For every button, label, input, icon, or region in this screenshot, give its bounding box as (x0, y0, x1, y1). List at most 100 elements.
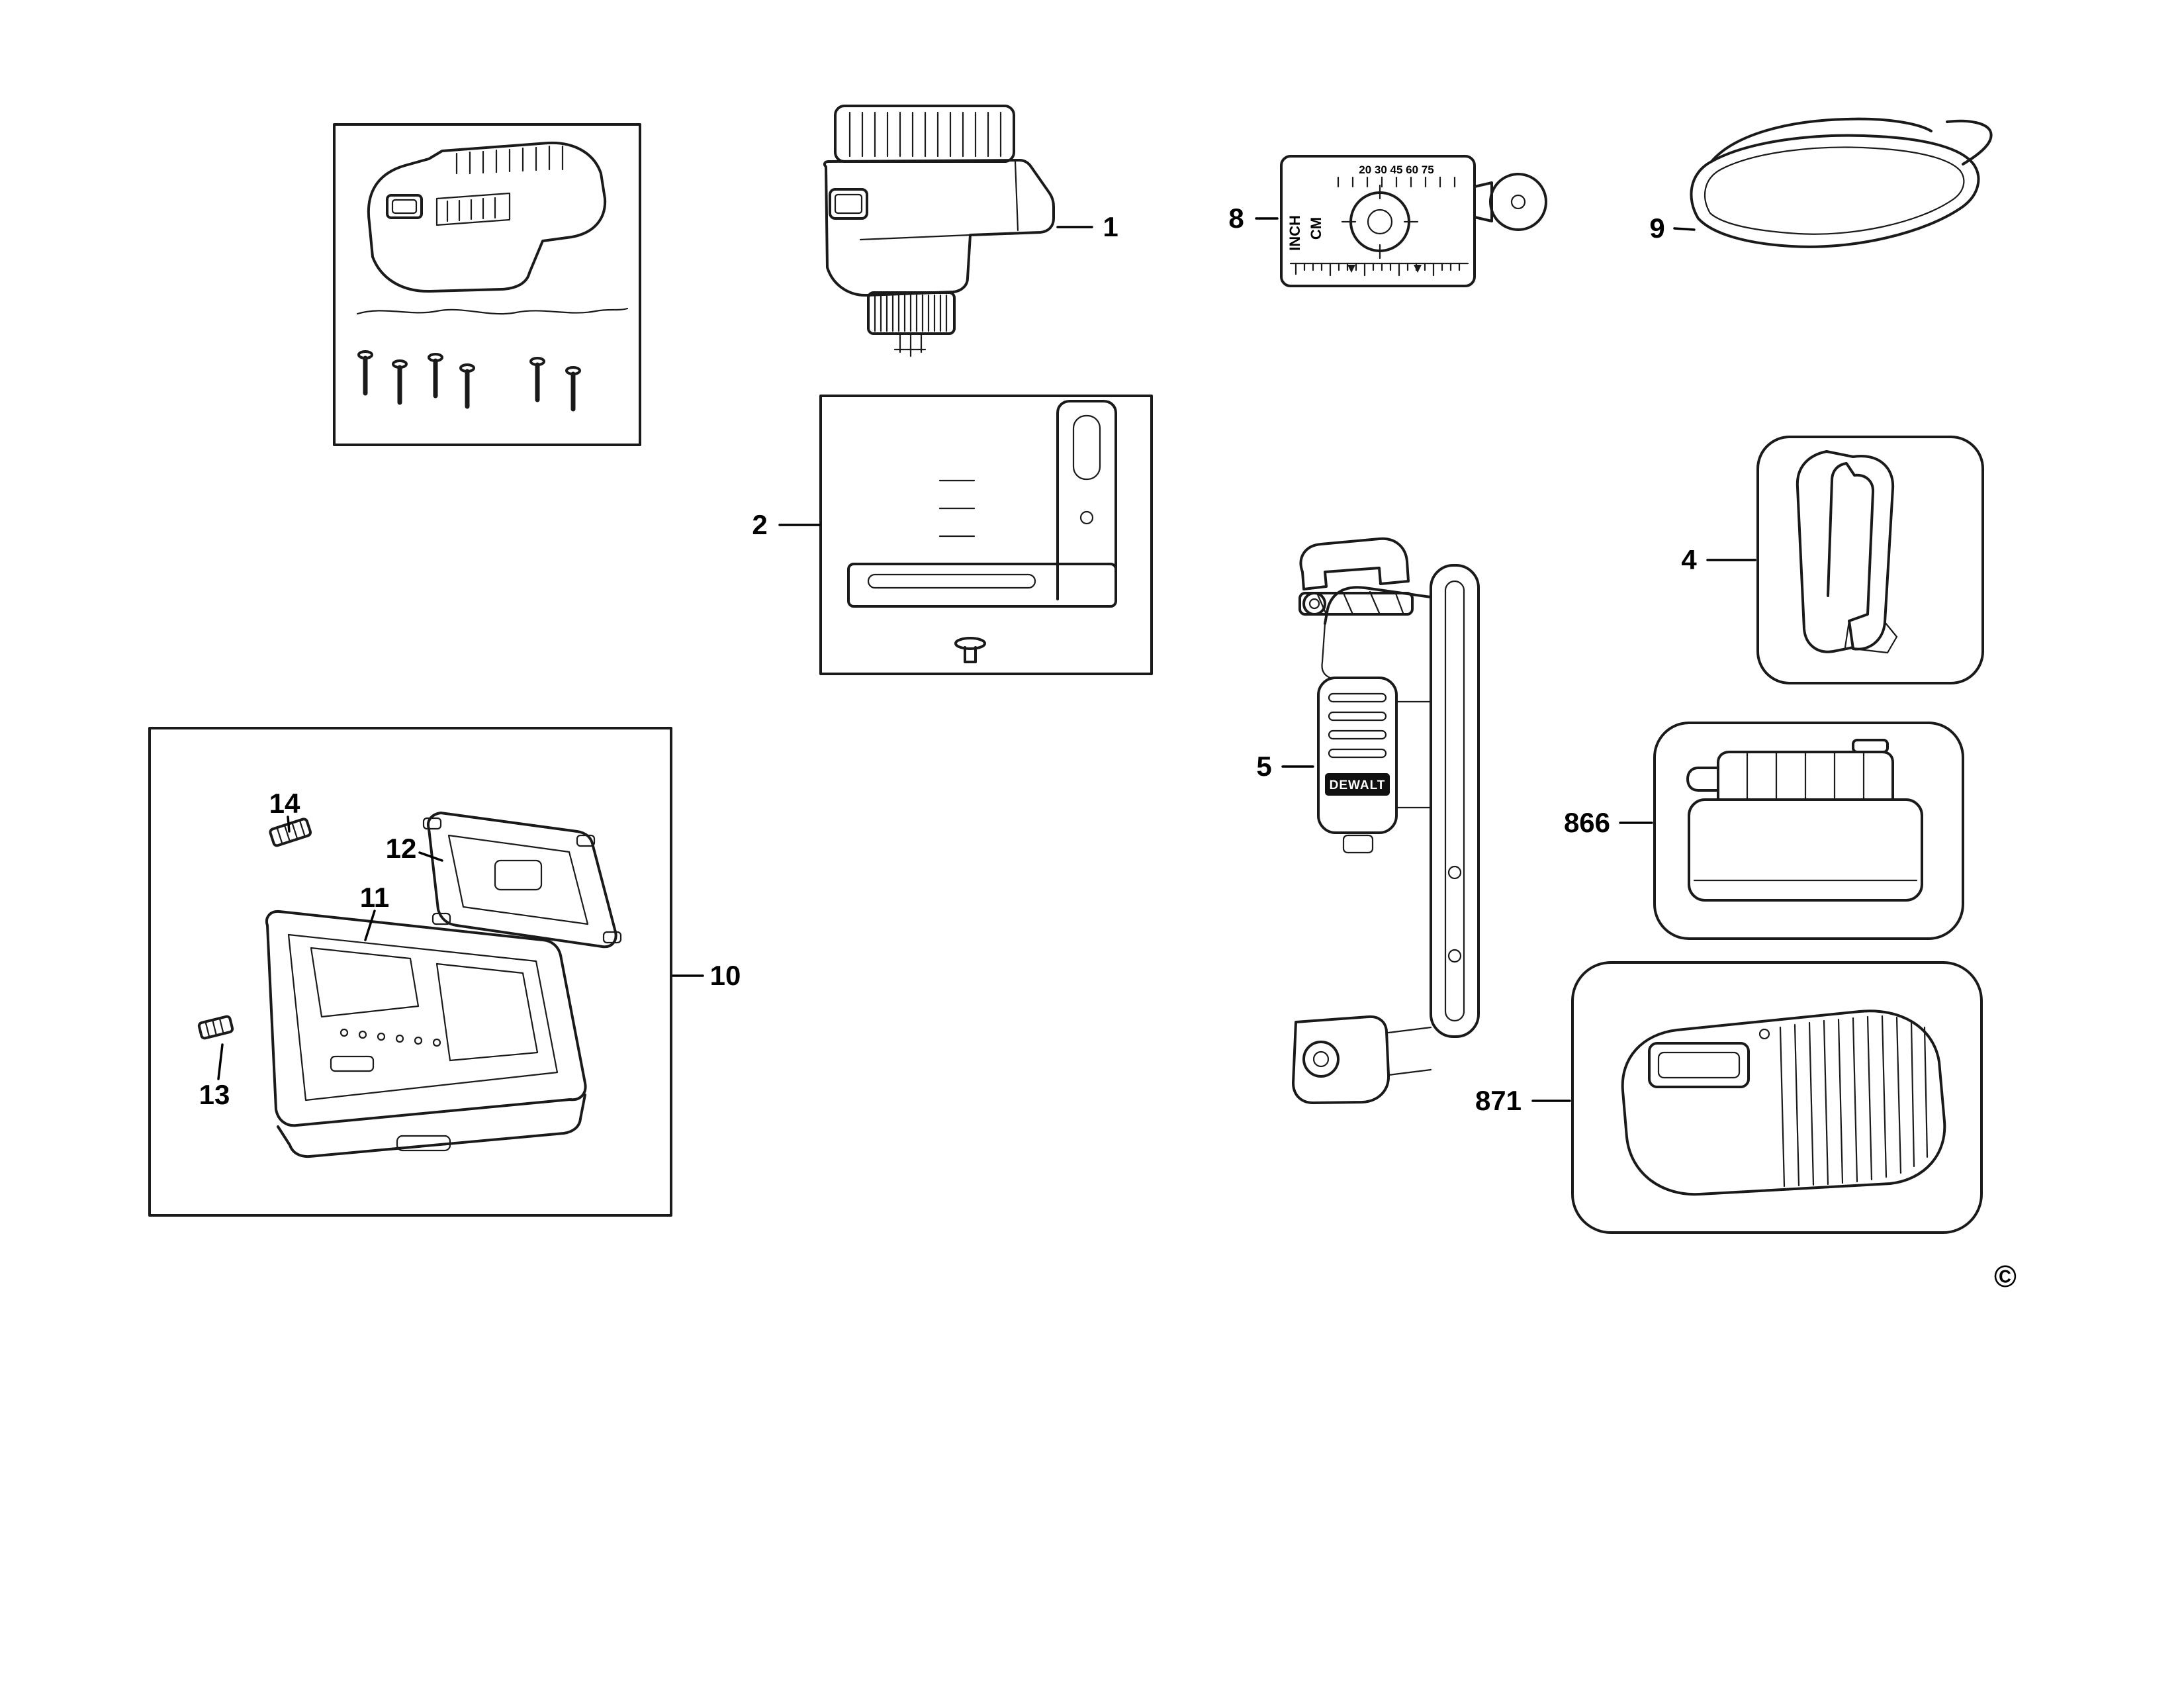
mount-screw (1447, 865, 1462, 880)
battery-body (1688, 798, 1923, 902)
lid-bumper (432, 912, 451, 925)
lid-recess (494, 859, 543, 891)
housing-button (386, 194, 423, 219)
mount-panel-slot (1328, 748, 1387, 759)
battery-latch (1686, 767, 1719, 792)
tray-dot (414, 1036, 423, 1045)
clamp-link (1321, 622, 1332, 679)
lid-outline (427, 812, 617, 949)
target-unit-inch: INCH (1287, 215, 1303, 251)
target-marker-triangle (1347, 265, 1355, 273)
target-unit-cm: CM (1308, 217, 1324, 240)
clip13-body (197, 1015, 234, 1040)
bracket-base (847, 563, 1117, 608)
target-crosshair-ticks (1341, 184, 1419, 259)
target-card-body (1280, 155, 1476, 287)
battery-border (1653, 722, 1964, 940)
target-marker-triangle (1414, 265, 1422, 273)
callout-13: 13 (199, 1079, 230, 1110)
target-card-group: INCH CM 20 30 45 60 75 8 (1228, 155, 1547, 287)
callout-5: 5 (1256, 751, 1271, 782)
small-clip-part-13 (197, 1015, 234, 1040)
callout-866: 866 (1564, 807, 1610, 838)
callout-10: 10 (710, 960, 741, 991)
tray-slot (330, 1055, 375, 1072)
mount-foot-hole-inner (1312, 1051, 1330, 1068)
leader-14 (287, 816, 291, 833)
tray-inner (287, 933, 559, 1102)
case-base-edge (277, 1094, 586, 1158)
l-bracket-border (819, 395, 1153, 675)
clip14-ribs (277, 820, 306, 844)
battery-clip (1852, 739, 1889, 753)
laser-cap-ribs (848, 111, 1002, 158)
target-crosshair-inner (1367, 209, 1393, 235)
mounting-kit-border (333, 123, 641, 446)
mount-foot-links (1387, 1026, 1432, 1076)
housing-part-drawing (367, 141, 607, 293)
mounting-kit-group (333, 123, 641, 446)
bracket-hole (1079, 510, 1094, 525)
mount-foot-body (1292, 1015, 1390, 1104)
target-crosshair-outer (1349, 191, 1410, 252)
case-base-latch (396, 1135, 451, 1152)
mount-panel-slot (1328, 711, 1387, 722)
charger-body (1621, 1009, 1946, 1196)
callout-8: 8 (1228, 203, 1244, 234)
wall-mount-group: DEWALT 5 (1256, 537, 1480, 1104)
leader-9 (1673, 227, 1696, 231)
target-bottom-ruler (1289, 262, 1469, 277)
clip-back-strip (1796, 450, 1854, 653)
clamp-pivot (1302, 592, 1326, 616)
mount-rail-inner (1444, 580, 1465, 1022)
tray-outline (265, 910, 587, 1127)
leader-11 (364, 910, 376, 941)
glasses-temple-left (1710, 117, 1933, 163)
screws-group (357, 350, 581, 412)
callout-9: 9 (1649, 212, 1664, 244)
clip14-body (269, 818, 312, 847)
safety-glasses-group: 9 (1649, 117, 1993, 248)
belt-clip-border (1756, 436, 1984, 684)
target-scale-numbers: 20 30 45 60 75 (1359, 164, 1433, 176)
battery-rail-lines (1746, 751, 1865, 801)
lid-bumper (576, 834, 596, 847)
mount-foot-hole (1302, 1041, 1340, 1078)
bracket-slot (1072, 414, 1101, 481)
bracket-vertical-arm (1056, 400, 1117, 600)
mount-panel-tab (1342, 834, 1374, 854)
case-tray-part (265, 910, 587, 1158)
laser-button-inner (834, 193, 863, 214)
screw (459, 363, 475, 409)
clip-front-strip (1825, 450, 1895, 651)
callout-12: 12 (386, 833, 417, 864)
charger-port (1648, 1042, 1750, 1088)
charger-led (1758, 1028, 1770, 1040)
mount-panel-body (1317, 677, 1398, 834)
kitbox-group: 14 12 11 13 10 (148, 727, 741, 1217)
laser-knob (867, 291, 956, 335)
case-lid-part (422, 812, 622, 949)
target-magnet-hole (1510, 194, 1526, 210)
tray-dot (377, 1032, 386, 1041)
laser-knob-knurl (874, 294, 948, 332)
small-clip-part-14 (269, 818, 312, 847)
housing-button-inner (391, 199, 418, 214)
tray-well-1 (310, 947, 420, 1018)
kitbox-border (148, 727, 672, 1217)
belt-clip-group: 4 (1681, 436, 1984, 684)
laser-button (829, 188, 868, 220)
leader-12 (418, 851, 443, 862)
housing-vent-panel (435, 192, 511, 226)
gasket-strip (356, 307, 629, 315)
callout-871: 871 (1475, 1085, 1522, 1116)
laser-knob-stem (893, 334, 927, 357)
bracket-thumb-screw (954, 637, 986, 663)
charger-ribs (1779, 1015, 1929, 1188)
mount-panel-slot (1328, 692, 1387, 703)
battery-group: 866 (1564, 722, 1964, 940)
clamp-pivot-hole (1308, 598, 1320, 610)
tray-dot (358, 1030, 367, 1039)
glasses-temple-right (1946, 119, 1993, 165)
